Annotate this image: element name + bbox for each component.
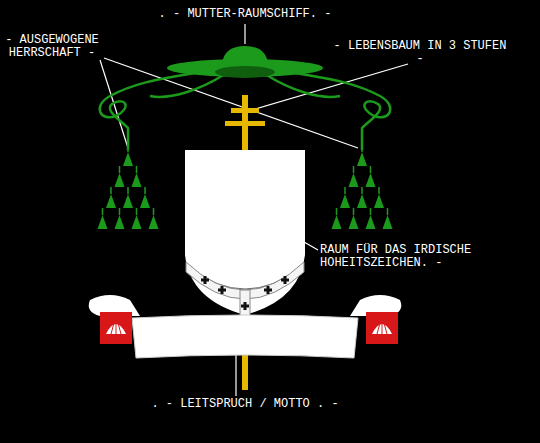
tassel-cord <box>127 187 129 194</box>
leader-lines <box>100 24 408 396</box>
tassel-cord <box>370 166 372 173</box>
tassel <box>123 152 133 166</box>
tassel <box>140 194 150 208</box>
tassel-cord <box>353 208 355 215</box>
tassel <box>106 194 116 208</box>
tassel <box>357 194 367 208</box>
tassel <box>149 215 159 229</box>
tassel-cord <box>144 187 146 194</box>
tassel-cord <box>102 208 104 215</box>
double-cross <box>225 95 265 153</box>
tassel-cord <box>110 187 112 194</box>
tassel-cord <box>127 145 129 152</box>
motto-ribbon <box>89 295 402 358</box>
tassel-cord <box>370 208 372 215</box>
tassel-cord <box>378 187 380 194</box>
pallium <box>186 262 304 320</box>
tassel <box>132 173 142 187</box>
tassel-cord <box>344 187 346 194</box>
tassel <box>132 215 142 229</box>
tassel-cord <box>136 166 138 173</box>
tassel <box>349 173 359 187</box>
tassel-cord <box>353 166 355 173</box>
tassel-cord <box>153 208 155 215</box>
tassel-cord <box>361 187 363 194</box>
pallium-cross <box>281 276 289 284</box>
pallium-cross <box>264 286 272 294</box>
callout-label: . - LEITSPRUCH / MOTTO . - <box>135 398 355 411</box>
tassel-cord <box>136 208 138 215</box>
callout-label: - AUSGEWOGENE HERRSCHAFT - <box>4 34 100 60</box>
tassel <box>115 173 125 187</box>
tassel <box>340 194 350 208</box>
tassel <box>123 194 133 208</box>
pallium-cross <box>241 302 249 310</box>
tassel <box>349 215 359 229</box>
pallium-cross <box>201 276 209 284</box>
tassel <box>332 215 342 229</box>
tassel <box>366 215 376 229</box>
tassel <box>357 152 367 166</box>
tassel-cord <box>119 208 121 215</box>
tassel-cord <box>119 166 121 173</box>
tassel <box>374 194 384 208</box>
callout-label: RAUM FÜR DAS IRDISCHE HOHEITSZEICHEN. - <box>320 244 480 270</box>
callout-label: . - MUTTER-RAUMSCHIFF. - <box>145 8 345 21</box>
tassel <box>98 215 108 229</box>
tassel-cord <box>336 208 338 215</box>
tassel-cord <box>361 145 363 152</box>
tassel <box>115 215 125 229</box>
galero-hat <box>167 46 323 78</box>
tassel-cord <box>387 208 389 215</box>
tassel <box>366 173 376 187</box>
callout-label: - LEBENSBAUM IN 3 STUFEN - <box>330 40 510 66</box>
pallium-cross <box>218 286 226 294</box>
tassel <box>383 215 393 229</box>
